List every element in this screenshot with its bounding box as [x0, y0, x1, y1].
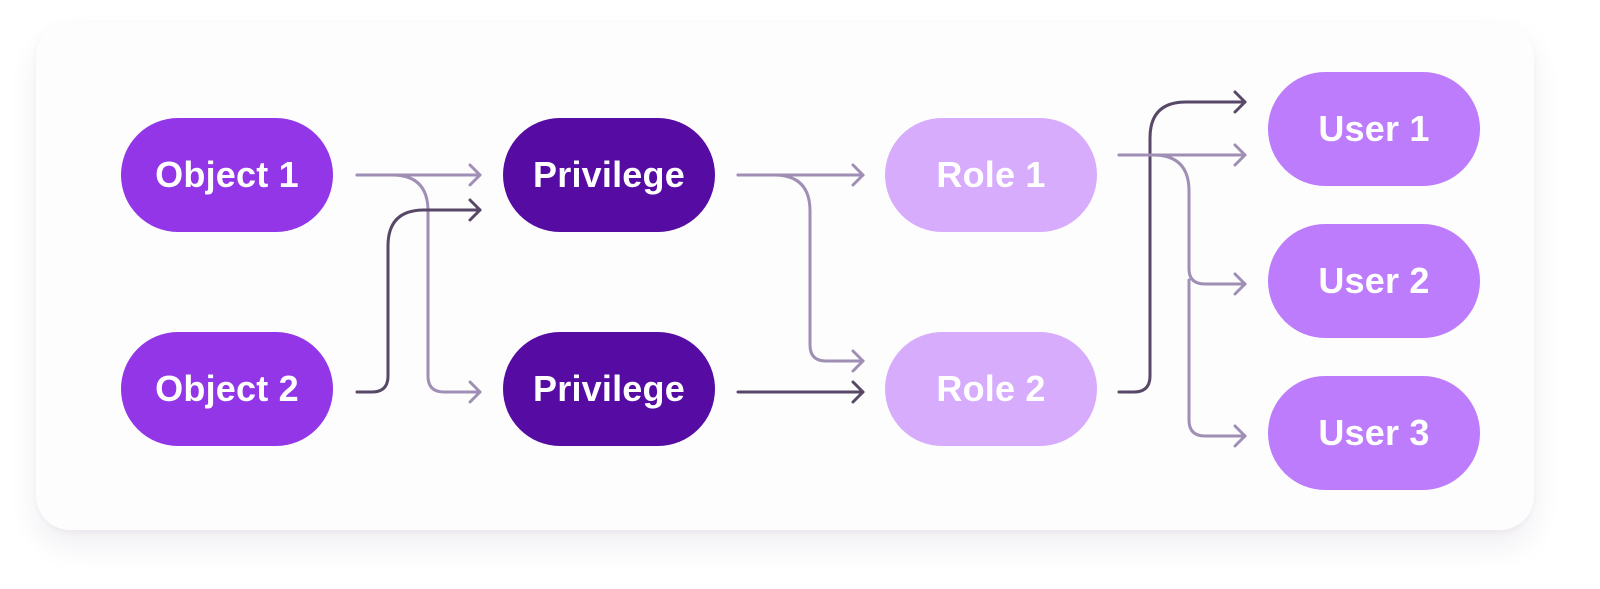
arrowhead-icon [851, 349, 865, 373]
node-label: User 3 [1318, 412, 1430, 453]
role-1-node: Role 1 [885, 118, 1097, 232]
arrowhead-icon [1233, 272, 1247, 296]
arrowhead-icon [468, 198, 482, 222]
node-label: Role 1 [936, 154, 1046, 195]
privilege-2-node: Privilege [503, 332, 715, 446]
node-label: User 2 [1318, 260, 1430, 301]
node-label: User 1 [1318, 108, 1430, 149]
node-label: Role 2 [936, 368, 1046, 409]
connector-role1-user3 [1187, 278, 1247, 438]
connector-privilege1-role2 [736, 173, 865, 363]
node-label: Privilege [533, 154, 685, 195]
connector-role2-user1 [1117, 100, 1247, 394]
arrowhead-icon [851, 163, 865, 187]
node-label: Object 1 [155, 154, 299, 195]
privilege-1-node: Privilege [503, 118, 715, 232]
connector-object2-privilege1 [355, 208, 482, 394]
node-label: Object 2 [155, 368, 299, 409]
arrowhead-icon [851, 380, 865, 404]
object-1-node: Object 1 [121, 118, 333, 232]
connector-object1-privilege2 [355, 173, 482, 394]
arrowhead-icon [468, 380, 482, 404]
arrowhead-icon [1233, 424, 1247, 448]
user-1-node: User 1 [1268, 72, 1480, 186]
connector-role1-user2 [1117, 153, 1247, 286]
arrowhead-icon [468, 163, 482, 187]
user-2-node: User 2 [1268, 224, 1480, 338]
node-label: Privilege [533, 368, 685, 409]
arrowhead-icon [1233, 90, 1247, 114]
arrowhead-icon [1233, 143, 1247, 167]
object-2-node: Object 2 [121, 332, 333, 446]
user-3-node: User 3 [1268, 376, 1480, 490]
role-2-node: Role 2 [885, 332, 1097, 446]
